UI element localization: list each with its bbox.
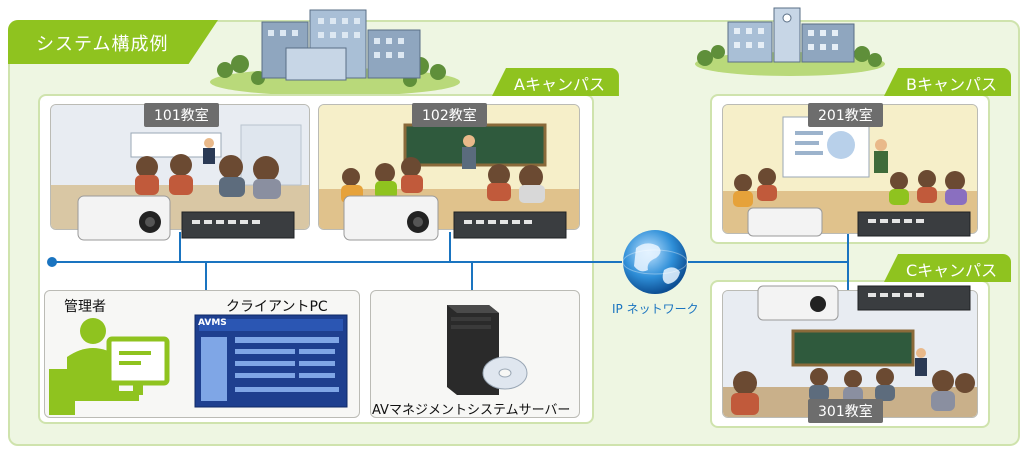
chalkboard-icon xyxy=(791,329,915,367)
room-101-label: 101教室 xyxy=(144,103,219,127)
admin-illustration xyxy=(49,314,348,415)
teacher-icon xyxy=(915,348,927,376)
admin-label: 管理者 xyxy=(64,299,106,315)
disc-icon xyxy=(482,356,528,390)
room-301-label: 301教室 xyxy=(808,399,883,423)
campus-a-label: Aキャンパス xyxy=(514,75,605,94)
admin-person-icon xyxy=(49,318,139,415)
teacher-icon xyxy=(874,139,888,173)
campus-b-tab: Bキャンパス xyxy=(884,68,1011,96)
whiteboard-icon xyxy=(782,116,870,178)
campus-c-tab: Cキャンパス xyxy=(884,254,1012,282)
diagram-title-badge: システム構成例 xyxy=(8,20,218,64)
server-label: AVマネジメントシステムサーバー xyxy=(372,403,571,418)
diagram-title: システム構成例 xyxy=(36,34,169,55)
teacher-icon xyxy=(203,138,215,164)
admin-panel xyxy=(44,290,360,418)
room-201-label: 201教室 xyxy=(808,103,883,127)
client-pc-screen xyxy=(194,314,348,408)
network-label: IP ネットワーク xyxy=(612,302,699,316)
campus-c-label: Cキャンパス xyxy=(906,261,998,280)
server-illustration xyxy=(447,305,528,395)
room-102-label: 102教室 xyxy=(412,103,487,127)
campus-a-tab: Aキャンパス xyxy=(492,68,619,96)
client-pc-label: クライアントPC xyxy=(226,299,328,315)
teacher-icon xyxy=(462,135,476,169)
client-pc-screen-logo: AVMS xyxy=(198,318,227,328)
campus-b-label: Bキャンパス xyxy=(906,75,997,94)
server-panel xyxy=(370,290,580,418)
monitor-icon xyxy=(106,336,170,395)
